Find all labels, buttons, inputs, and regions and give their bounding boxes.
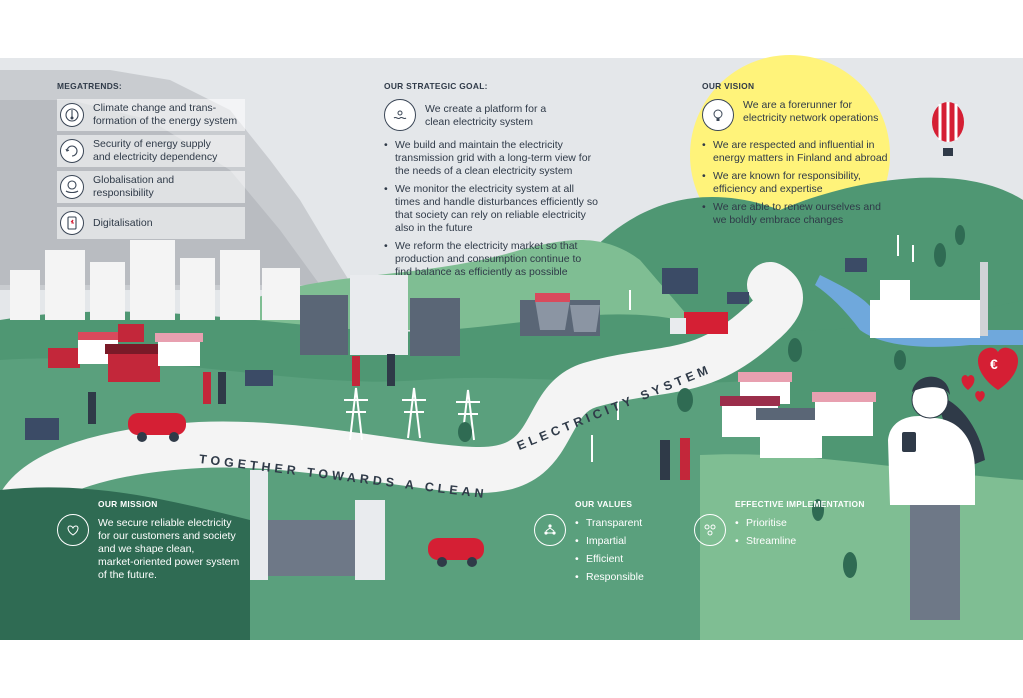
winding-road	[0, 262, 803, 528]
mission-section: OUR MISSION We secure reliable electrici…	[57, 498, 247, 582]
wind-turbines	[591, 235, 914, 462]
vision-bullet: We are known for responsibility, efficie…	[702, 170, 902, 196]
strategic-goal-heading: OUR STRATEGIC GOAL:	[384, 81, 488, 91]
strategic-goal-section: OUR STRATEGIC GOAL: We create a platform…	[384, 80, 614, 284]
security-cycle-icon	[60, 139, 84, 163]
trees	[458, 225, 965, 578]
values-heading: OUR VALUES	[575, 499, 633, 509]
strategic-goal-bullet: We build and maintain the electricity tr…	[384, 139, 614, 178]
gears-person-icon	[694, 514, 726, 546]
heart-euro-symbol: €	[990, 356, 998, 372]
vision-lead: We are a forerunner for electricity netw…	[743, 99, 879, 124]
megatrend-item: Digitalisation	[57, 207, 245, 239]
people	[88, 354, 690, 480]
red-car-bottom	[428, 538, 484, 567]
sun-waves-icon	[384, 99, 416, 131]
megatrend-item: Climate change and trans- formation of t…	[57, 99, 245, 131]
power-pylons	[344, 387, 480, 441]
values-section: OUR VALUES Transparent Impartial Efficie…	[534, 498, 654, 589]
megatrends-heading: MEGATRENDS:	[57, 81, 123, 91]
implementation-item: Prioritise	[735, 517, 865, 530]
lightbulb-icon	[702, 99, 734, 131]
woman-with-phone	[888, 376, 985, 620]
vision-section: OUR VISION We are a forerunner for elect…	[702, 80, 902, 232]
red-car-left	[128, 413, 186, 442]
megatrends-section: MEGATRENDS: Climate change and trans- fo…	[57, 80, 257, 243]
value-item: Responsible	[575, 571, 644, 584]
solar-panels	[25, 258, 867, 440]
houses-right	[720, 372, 876, 458]
mission-text: We secure reliable electricity for our c…	[98, 517, 240, 581]
strategic-goal-lead: We create a platform for a clean electri…	[425, 103, 547, 128]
nuclear-plant	[520, 293, 600, 336]
hearts	[961, 347, 1019, 402]
people-network-icon	[534, 514, 566, 546]
implementation-item: Streamline	[735, 535, 865, 548]
strategic-goal-bullet: We reform the electricity market so that…	[384, 240, 614, 279]
hot-air-balloon	[932, 102, 964, 156]
office-buildings	[300, 275, 460, 356]
factory-right	[870, 262, 988, 338]
vision-bullet: We are able to renew ourselves and we bo…	[702, 201, 902, 227]
globe-temperature-icon	[60, 103, 84, 127]
implementation-heading: EFFECTIVE IMPLEMENTATION	[735, 499, 865, 509]
megatrend-item: Security of energy supply and electricit…	[57, 135, 245, 167]
megatrend-item: Globalisation and responsibility	[57, 171, 245, 203]
red-truck	[670, 312, 728, 334]
implementation-section: EFFECTIVE IMPLEMENTATION Prioritise Stre…	[694, 498, 884, 553]
vision-heading: OUR VISION	[702, 81, 755, 91]
megatrend-text: Digitalisation	[93, 216, 153, 229]
vision-bullet: We are respected and influential in ener…	[702, 139, 902, 165]
megatrend-text: Security of energy supply and electricit…	[93, 138, 218, 163]
houses-left	[48, 324, 203, 382]
megatrend-text: Globalisation and responsibility	[93, 174, 175, 199]
value-item: Efficient	[575, 553, 644, 566]
globe-hand-icon	[60, 175, 84, 199]
phone-digital-icon	[60, 211, 84, 235]
strategic-goal-bullet: We monitor the electricity system at all…	[384, 183, 614, 235]
value-item: Transparent	[575, 517, 644, 530]
city-silhouette	[10, 240, 300, 320]
mission-heading: OUR MISSION	[98, 499, 158, 509]
factory-bottom	[250, 470, 385, 580]
value-item: Impartial	[575, 535, 644, 548]
heart-icon	[57, 514, 89, 546]
megatrend-text: Climate change and trans- formation of t…	[93, 102, 238, 127]
river	[815, 275, 1023, 347]
